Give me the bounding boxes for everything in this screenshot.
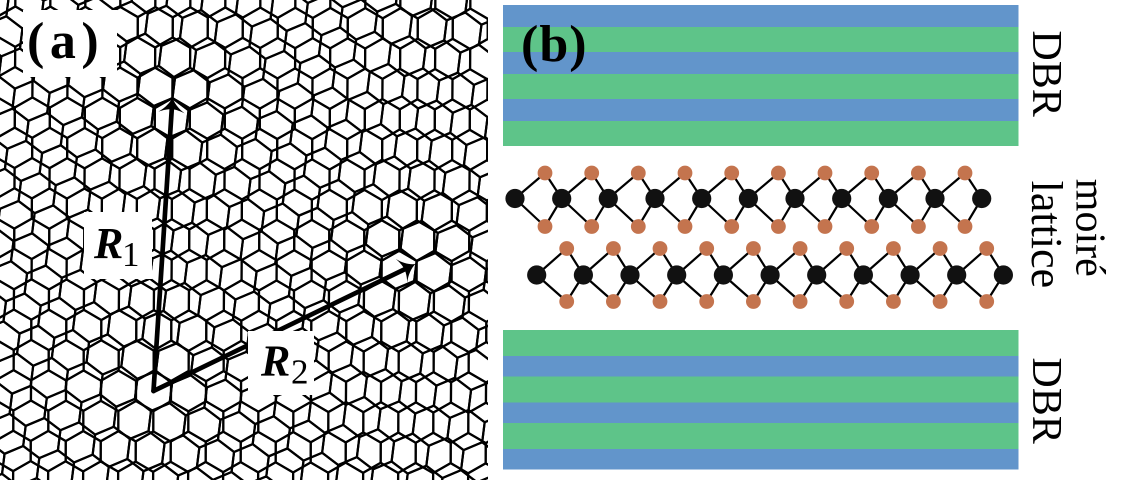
svg-text:R: R: [93, 219, 123, 268]
svg-text:DBR: DBR: [1023, 357, 1069, 443]
svg-text:(b): (b): [521, 16, 588, 73]
svg-text:R: R: [260, 337, 290, 386]
svg-text:2: 2: [291, 353, 309, 392]
svg-text:DBR: DBR: [1023, 30, 1069, 116]
svg-text:lattice: lattice: [1022, 181, 1071, 289]
svg-text:(a): (a): [27, 13, 104, 70]
svg-text:1: 1: [122, 235, 140, 274]
svg-text:moiré: moiré: [1066, 179, 1112, 277]
